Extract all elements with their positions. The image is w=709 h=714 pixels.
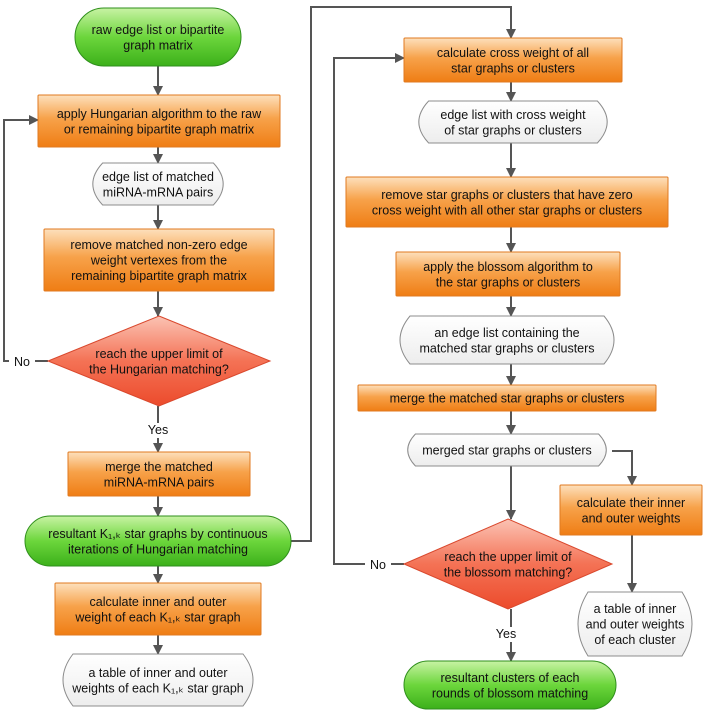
node-label-line: reach the upper limit of bbox=[95, 347, 223, 361]
node-label-line: merge the matched bbox=[105, 460, 213, 474]
node-label-line: resultant K₁,ₖ star graphs by continuous bbox=[48, 527, 267, 541]
node-label-line: merged star graphs or clusters bbox=[422, 444, 592, 458]
node-label-line: miRNA-mRNA pairs bbox=[104, 475, 214, 489]
node-label-line: reach the upper limit of bbox=[444, 550, 572, 564]
node-label-line: merge the matched star graphs or cluster… bbox=[390, 392, 625, 406]
edge-label-background bbox=[145, 423, 171, 438]
node-label-line: calculate inner and outer bbox=[90, 595, 227, 609]
node-label-line: calculate their inner bbox=[577, 496, 685, 510]
edge-label-yes: Yes bbox=[148, 423, 168, 437]
node-label-line: weights of each K₁,ₖ star graph bbox=[71, 681, 243, 695]
data-shape bbox=[577, 591, 693, 657]
node-label-line: the Hungarian matching? bbox=[89, 362, 229, 376]
node-label-line: raw edge list or bipartite bbox=[92, 23, 225, 37]
node-label-line: the star graphs or clusters bbox=[436, 275, 581, 289]
node-n4-process: remove matched non-zero edge weight verte… bbox=[43, 228, 275, 292]
edge-label-no: No bbox=[14, 355, 30, 369]
node-label-line: cross weight with all other star graphs … bbox=[372, 203, 642, 217]
process-shape bbox=[357, 384, 657, 412]
node-label-line: a table of inner bbox=[594, 602, 677, 616]
node-label-line: resultant clusters of each bbox=[441, 671, 580, 685]
edge-label-background bbox=[493, 627, 519, 642]
node-label-line: graph matrix bbox=[123, 38, 193, 52]
decision-shape bbox=[46, 315, 272, 407]
node-n15-process: merge the matched star graphs or cluster… bbox=[357, 384, 657, 412]
node-label-line: weight vertexes from the bbox=[90, 254, 227, 268]
node-label-line: apply Hungarian algorithm to the raw bbox=[57, 107, 262, 121]
process-shape bbox=[395, 251, 621, 297]
process-shape bbox=[403, 37, 623, 83]
node-label-line: rounds of blossom matching bbox=[432, 686, 588, 700]
node-label-line: an edge list containing the bbox=[434, 326, 579, 340]
node-label-line: or remaining bipartite graph matrix bbox=[64, 122, 255, 136]
edge-label-background bbox=[9, 355, 35, 370]
node-label-line: of star graphs or clusters bbox=[444, 123, 582, 137]
process-shape bbox=[43, 228, 275, 292]
process-shape bbox=[67, 451, 251, 497]
connector-n16-to-n17 bbox=[612, 450, 637, 486]
process-shape bbox=[37, 94, 281, 148]
node-n16-data: merged star graphs or clusters bbox=[407, 433, 607, 467]
node-n12-process: remove star graphs or clusters that have… bbox=[345, 176, 669, 228]
edge-label-background bbox=[365, 558, 391, 573]
node-label-line: remaining bipartite graph matrix bbox=[71, 269, 248, 283]
node-label-line: remove star graphs or clusters that have… bbox=[381, 188, 633, 202]
decision-shape bbox=[402, 518, 614, 610]
data-shape bbox=[407, 433, 607, 467]
process-shape bbox=[345, 176, 669, 228]
node-label-line: iterations of Hungarian matching bbox=[68, 542, 248, 556]
connector-n5-to-n2 bbox=[3, 115, 48, 362]
node-label-line: matched star graphs or clusters bbox=[419, 341, 594, 355]
data-shape bbox=[92, 162, 224, 206]
terminal-shape bbox=[24, 515, 292, 567]
connector-n18-to-n10 bbox=[333, 53, 405, 565]
node-label-line: edge list of matched bbox=[102, 170, 214, 184]
node-label-line: a table of inner and outer bbox=[89, 666, 228, 680]
data-shape bbox=[399, 315, 615, 365]
node-n7-terminal: resultant K₁,ₖ star graphs by continuous… bbox=[24, 515, 292, 567]
node-label-line: the blossom matching? bbox=[444, 565, 573, 579]
node-label-line: star graphs or clusters bbox=[451, 61, 575, 75]
node-label-line: remove matched non-zero edge bbox=[70, 238, 247, 252]
connector-n7-to-n10 bbox=[291, 6, 516, 542]
node-label-line: calculate cross weight of all bbox=[437, 46, 589, 60]
node-label-line: of each cluster bbox=[594, 633, 675, 647]
node-label-line: weight of each K₁,ₖ star graph bbox=[74, 610, 240, 624]
node-label-line: miRNA-mRNA pairs bbox=[103, 185, 213, 199]
node-label-line: apply the blossom algorithm to bbox=[423, 260, 593, 274]
process-shape bbox=[559, 484, 703, 536]
node-label-line: edge list with cross weight bbox=[440, 108, 586, 122]
data-shape bbox=[62, 653, 254, 707]
edge-label-no: No bbox=[370, 558, 386, 572]
node-label-line: and outer weights bbox=[586, 618, 685, 632]
process-shape bbox=[54, 582, 262, 636]
data-shape bbox=[418, 100, 608, 144]
terminal-shape bbox=[403, 660, 617, 710]
edge-label-yes: Yes bbox=[496, 627, 516, 641]
terminal-shape bbox=[74, 7, 242, 67]
node-label-line: and outer weights bbox=[582, 511, 681, 525]
